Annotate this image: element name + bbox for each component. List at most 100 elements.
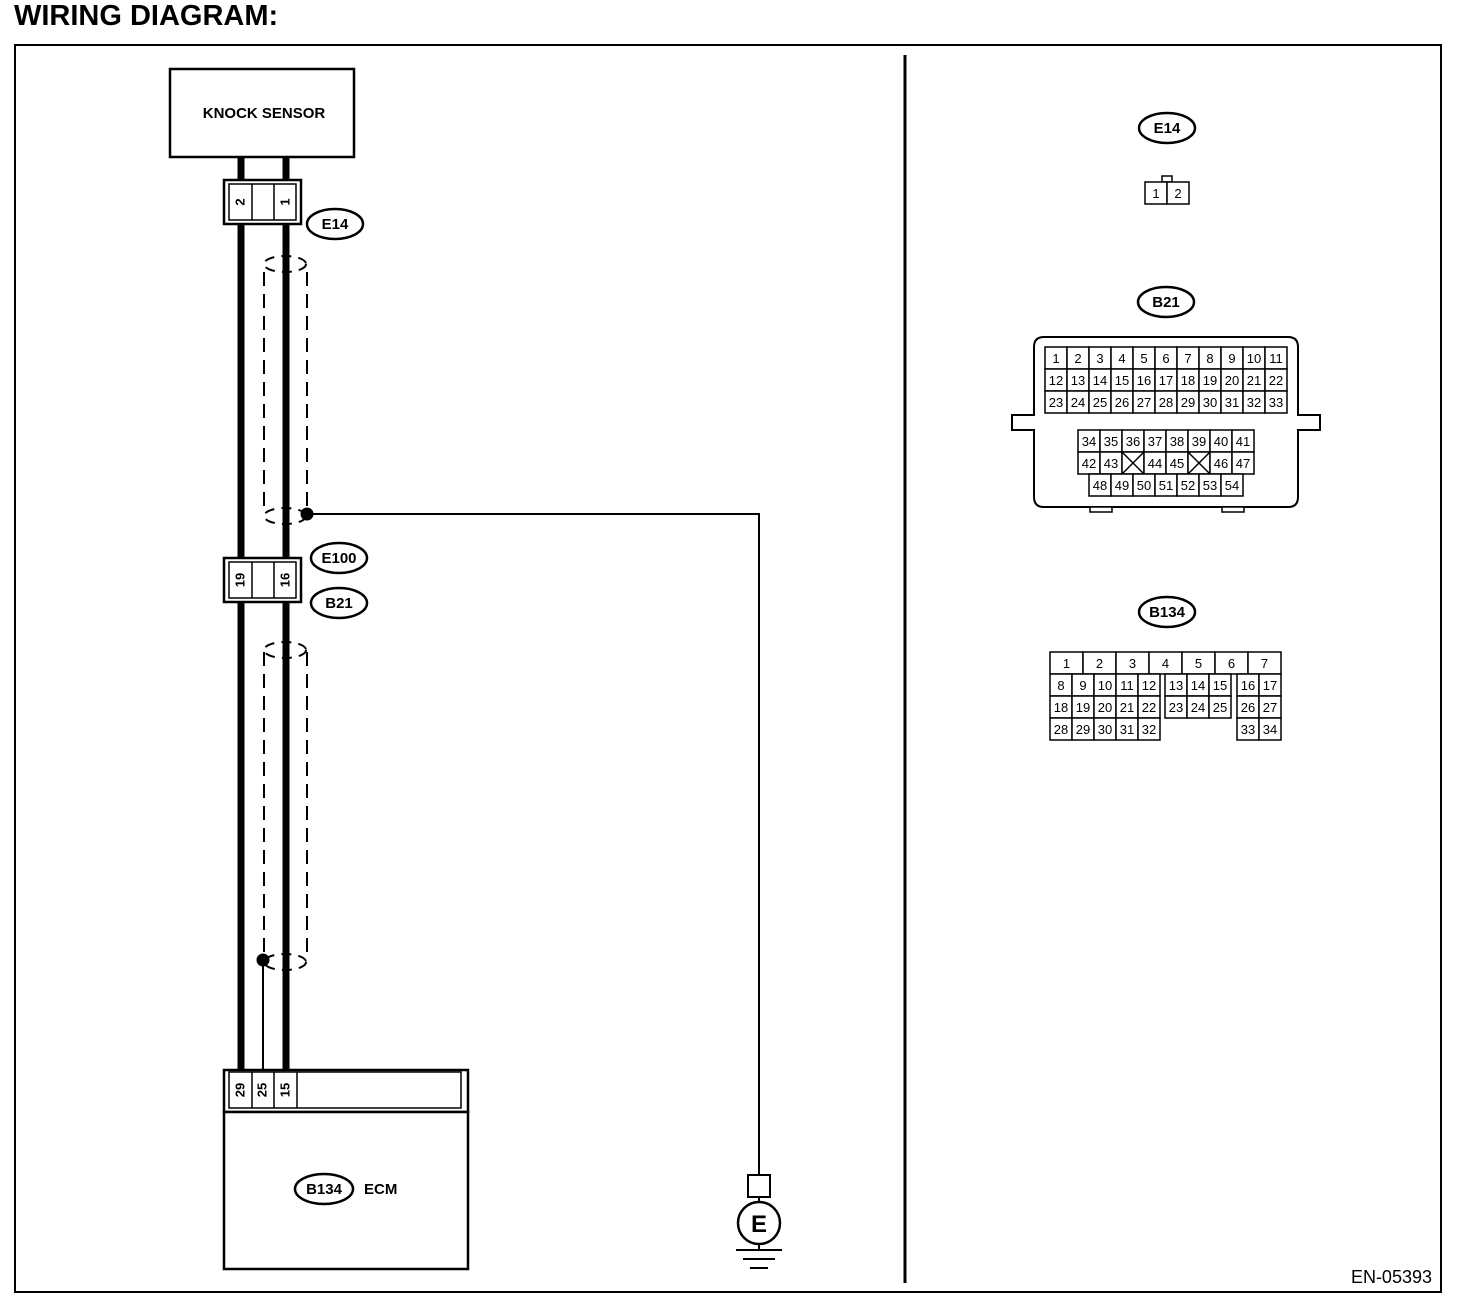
b21-pin-3: 3 [1088,346,1112,370]
b134-pin-8-label: 8 [1057,678,1064,693]
b134-pin-20: 20 [1093,695,1117,719]
b21-pin-11-label: 11 [1269,351,1283,366]
b21-pin-49: 49 [1110,473,1134,497]
b21-pin-37-label: 37 [1148,434,1162,449]
b21-pin-1: 1 [1044,346,1068,370]
b21-pin-10: 10 [1242,346,1266,370]
b21-pin-31-label: 31 [1225,395,1239,410]
b134-pin-18: 18 [1049,695,1073,719]
e14-pin-2-label: 2 [1174,186,1181,201]
b134-pin-17-label: 17 [1263,678,1277,693]
b21-pin-40: 40 [1209,429,1233,453]
b21-pin-44: 44 [1143,451,1167,475]
b21-pin-5: 5 [1132,346,1156,370]
b21-pin-43-label: 43 [1104,456,1118,471]
b134-pin-22-label: 22 [1142,700,1156,715]
ecm-pin-25: 25 [254,1083,269,1097]
view-e14-tag: E14 [1154,120,1181,137]
b134-pin-34-label: 34 [1263,722,1277,737]
b134-pin-19-label: 19 [1076,700,1090,715]
b134-pin-26-label: 26 [1241,700,1255,715]
b21-pin-47: 47 [1231,451,1255,475]
b21-pin-51: 51 [1154,473,1178,497]
b21-pin-38-label: 38 [1170,434,1184,449]
view-b21-tag: B21 [1152,294,1180,311]
b21-pin-15: 15 [1110,368,1134,392]
b134-pin-4: 4 [1148,651,1183,675]
b21-pin-33-label: 33 [1269,395,1283,410]
b21-pin-51-label: 51 [1159,478,1173,493]
e14-pin-2: 2 [1166,181,1190,205]
b21-pin-21: 21 [1242,368,1266,392]
b21-pin-48: 48 [1088,473,1112,497]
b134-pin-5-label: 5 [1195,656,1202,671]
b21-pin-45: 45 [1165,451,1189,475]
b21-pin-26-label: 26 [1115,395,1129,410]
tag-e100: E100 [309,541,369,575]
b21-pin-32-label: 32 [1247,395,1261,410]
e14-pin-2: 2 [232,198,247,205]
b21-pin-13-label: 13 [1071,373,1085,388]
e14-pin-1: 1 [277,198,292,205]
b21-pin-blank [1187,451,1211,475]
b134-pin-10: 10 [1093,673,1117,697]
b21-pin-43: 43 [1099,451,1123,475]
b21-pin-25-label: 25 [1093,395,1107,410]
view-b134-tag: B134 [1149,604,1186,621]
b21-pin-9: 9 [1220,346,1244,370]
b21-pin-40-label: 40 [1214,434,1228,449]
ground-symbol: E [736,1174,782,1269]
b21-pin-11: 11 [1264,346,1288,370]
tag-b134-ecm [293,1172,355,1206]
e100-pin-16: 16 [277,573,292,587]
b134-pin-13-label: 13 [1169,678,1183,693]
b21-pin-12: 12 [1044,368,1068,392]
b21-pin-50-label: 50 [1137,478,1151,493]
b21-pin-30: 30 [1198,390,1222,414]
b21-pin-38: 38 [1165,429,1189,453]
b21-pin-23-label: 23 [1049,395,1063,410]
b21-pin-16-label: 16 [1137,373,1151,388]
b134-pin-14-label: 14 [1191,678,1205,693]
b134-pin-26: 26 [1236,695,1260,719]
b21-pin-29: 29 [1176,390,1200,414]
b134-pin-19: 19 [1071,695,1095,719]
b21-pin-20: 20 [1220,368,1244,392]
b21-pin-23: 23 [1044,390,1068,414]
connector-e14: 2 1 [222,178,303,226]
b134-pin-20-label: 20 [1098,700,1112,715]
b21-pin-20-label: 20 [1225,373,1239,388]
b21-pin-52-label: 52 [1181,478,1195,493]
b21-pin-31: 31 [1220,390,1244,414]
b21-pin-50: 50 [1132,473,1156,497]
b21-pin-22-label: 22 [1269,373,1283,388]
b21-pin-52: 52 [1176,473,1200,497]
ground-label: E [751,1211,767,1238]
b134-pin-16-label: 16 [1241,678,1255,693]
b134-pin-10-label: 10 [1098,678,1112,693]
b21-pin-49-label: 49 [1115,478,1129,493]
b21-pin-28: 28 [1154,390,1178,414]
b21-pin-13: 13 [1066,368,1090,392]
e100-pin-19: 19 [232,573,247,587]
b21-pin-16: 16 [1132,368,1156,392]
b134-pin-22: 22 [1137,695,1161,719]
harness-wires [237,157,290,1070]
b134-pin-18-label: 18 [1054,700,1068,715]
b134-pin-27-label: 27 [1263,700,1277,715]
b134-pin-17: 17 [1258,673,1282,697]
ecm-label: ECM [364,1181,397,1198]
b21-pin-46: 46 [1209,451,1233,475]
b134-pin-7: 7 [1247,651,1282,675]
b21-pin-17-label: 17 [1159,373,1173,388]
b134-pin-28: 28 [1049,717,1073,741]
b134-pin-21: 21 [1115,695,1139,719]
b21-pin-35: 35 [1099,429,1123,453]
b21-pin-30-label: 30 [1203,395,1217,410]
b134-pin-23-label: 23 [1169,700,1183,715]
b21-pin-25: 25 [1088,390,1112,414]
b21-pin-53: 53 [1198,473,1222,497]
b21-pin-22: 22 [1264,368,1288,392]
